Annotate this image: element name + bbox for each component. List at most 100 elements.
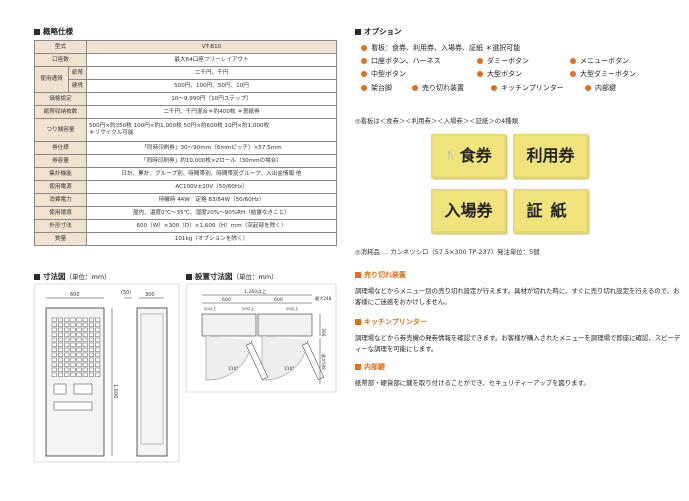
menu-button-shape <box>70 367 76 372</box>
dimension-unit: （単位：mm） <box>65 273 111 281</box>
menu-button-shape <box>58 337 64 342</box>
option-item: 内部鍵 <box>585 84 616 92</box>
menu-button-shape <box>76 367 82 372</box>
spec-sublabel: 紙幣 <box>68 66 87 80</box>
menu-button-shape <box>95 362 101 367</box>
spec-label: 使用環境 <box>34 206 87 220</box>
machine-side-view <box>136 307 168 457</box>
option-item: 口座ボタン、ハーネス <box>361 57 441 65</box>
bullet-icon <box>570 57 576 64</box>
spec-label: 券容量 <box>34 154 87 168</box>
menu-button-shape <box>76 372 82 377</box>
menu-button-shape <box>64 327 70 332</box>
table-row: 券仕様「同時印刷券」30～90mm（6mmピッチ）×57.5mm <box>34 141 337 155</box>
menu-button-shape <box>82 337 88 342</box>
menu-button-shape <box>76 347 82 352</box>
sign-label: 食券 <box>459 146 492 166</box>
install-depth-label: 300 <box>320 328 326 337</box>
option-item: 大型ダミーボタン <box>570 70 636 78</box>
consumable-note: ◎消耗品 … カンネツシロ（57.5×300 TP-237）発注単位：5個 <box>355 248 540 256</box>
menu-button-shape <box>58 322 64 327</box>
menu-button-shape <box>82 317 88 322</box>
option-item: 中型ボタン <box>361 70 406 78</box>
spec-label: 使用通貨 <box>34 66 69 93</box>
menu-button-shape <box>89 372 95 377</box>
bullet-icon <box>412 84 418 91</box>
door-swing-arc-1 <box>205 336 253 381</box>
menu-button-shape <box>64 322 70 327</box>
spec-value: 屋内、温度0℃～35℃、湿度20%～90%RH（結露なきこと） <box>86 206 337 220</box>
menu-button-shape <box>70 322 76 327</box>
menu-button-shape <box>82 367 88 372</box>
menu-button-shape <box>51 327 57 332</box>
menu-button-shape <box>51 347 57 352</box>
menu-button-shape <box>76 327 82 332</box>
menu-button-shape <box>51 367 57 372</box>
menu-button-shape <box>70 362 76 367</box>
menu-button-shape <box>58 317 64 322</box>
menu-button-shape <box>64 367 70 372</box>
menu-button-shape <box>82 327 88 332</box>
unit-width-label-1: 600 <box>222 297 231 303</box>
menu-button-shape <box>70 317 76 322</box>
menu-button-shape <box>64 372 70 377</box>
table-row: 集計機能日計、累計、グループ別、時間帯別、時間帯別グループ、入出金情報 他 <box>34 167 337 181</box>
ticket-outlet <box>53 401 93 411</box>
option-label: 売り切れ装置 <box>422 84 464 92</box>
menu-button-shape <box>64 347 70 352</box>
spec-value: 「同時印刷券」約10,000枚×2ロール（30mmの場合） <box>86 154 337 168</box>
menu-button-shape <box>58 362 64 367</box>
bullet-icon <box>491 84 497 91</box>
spec-label: 質量 <box>34 232 87 246</box>
clearance-label-1: 20以上 <box>204 306 217 311</box>
option-label: 看板：食券、利用券、入場券、証紙 ＊選択可能 <box>371 44 521 52</box>
food-icon: 🍴 <box>445 150 457 161</box>
menu-button-shape <box>95 342 101 347</box>
door-angle-label-1: 110° <box>228 366 239 372</box>
depth-label: 300 <box>145 292 155 298</box>
menu-button-shape <box>95 367 101 372</box>
bullet-icon <box>361 44 367 51</box>
menu-button-shape <box>51 352 57 357</box>
installation-drawing: 1,260以上 600 600 最大248 20以上 20以上 20以上 110… <box>185 283 337 393</box>
detail-title-internal-lock: 内部鍵 <box>355 363 385 371</box>
spec-value: AC100V±10V（50/60Hz） <box>86 180 337 194</box>
option-label: 内部鍵 <box>595 84 616 92</box>
spec-value: 二千円、千円混合＊約400枚 ＊意紙券 <box>86 105 337 119</box>
height-label: 1,600 <box>112 384 118 398</box>
spec-value: 500円×約350枚 100円×約1,000枚 50円×約600枚 10円×約1… <box>89 123 270 130</box>
option-item: キッチンプリンター <box>491 84 564 92</box>
option-label: メニューボタン <box>580 57 629 65</box>
menu-button-shape <box>89 347 95 352</box>
menu-button-shape <box>89 327 95 332</box>
machine-front-view <box>45 307 105 457</box>
menu-button-shape <box>89 367 95 372</box>
sign-label: 証紙 <box>526 201 575 221</box>
menu-button-shape <box>76 322 82 327</box>
spec-title: 概略仕様 <box>34 27 73 36</box>
menu-button-shape <box>58 327 64 332</box>
open-door-2 <box>301 342 325 381</box>
spec-value: 日計、累計、グループ別、時間帯別、時間帯別グループ、入出金情報 他 <box>86 167 337 181</box>
side-panel-detail <box>140 313 164 445</box>
sign-label: 利用券 <box>526 146 575 166</box>
spec-value: 二千円、千円 <box>86 66 337 80</box>
sign-use-ticket: 利用券 <box>513 134 588 178</box>
option-item: 架台脚 <box>361 84 392 92</box>
menu-button-shape <box>70 347 76 352</box>
spec-value: 500円、100円、50円、10円 <box>86 79 337 93</box>
dimension-title-text: 寸法図 <box>43 272 66 281</box>
install-title-text: 設置寸法図 <box>195 272 233 281</box>
option-label: 口座ボタン、ハーネス <box>371 57 441 65</box>
menu-button-shape <box>58 352 64 357</box>
spec-label: 紙幣収納枚数 <box>34 105 87 119</box>
menu-button-shape <box>82 342 88 347</box>
menu-button-shape <box>70 352 76 357</box>
detail-text-internal-lock: 紙幣部・硬貨部に鍵を取り付けることができ、セキュリティーアップを図ります。 <box>355 379 590 387</box>
menu-button-shape <box>64 362 70 367</box>
menu-button-shape <box>70 372 76 377</box>
table-row: 券容量「同時印刷券」約10,000枚×2ロール（30mmの場合） <box>34 154 337 168</box>
width-label: 600 <box>70 292 80 298</box>
